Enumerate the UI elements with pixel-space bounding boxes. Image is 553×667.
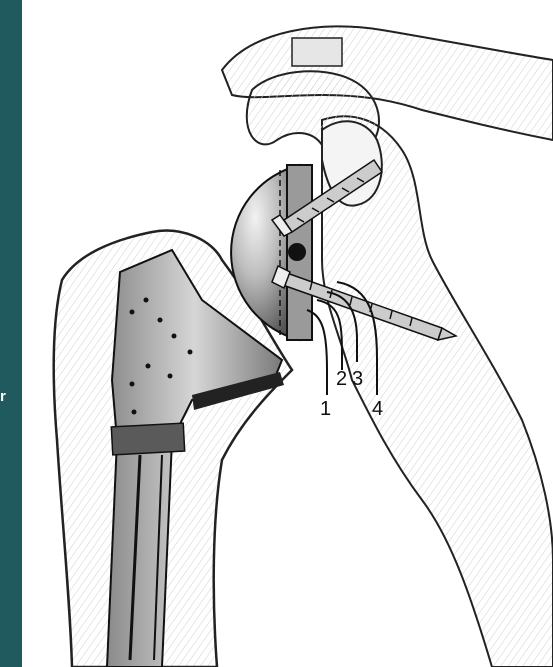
slide-side-text: r bbox=[0, 388, 6, 405]
center-screw-hole bbox=[288, 243, 306, 261]
label-4: 4 bbox=[372, 398, 383, 420]
illustration-panel: 1 2 3 4 bbox=[22, 0, 553, 667]
label-1: 1 bbox=[320, 398, 331, 420]
label-3: 3 bbox=[352, 368, 363, 390]
shoulder-prosthesis-diagram: 1 2 3 4 bbox=[22, 0, 553, 667]
label-2: 2 bbox=[336, 368, 347, 390]
